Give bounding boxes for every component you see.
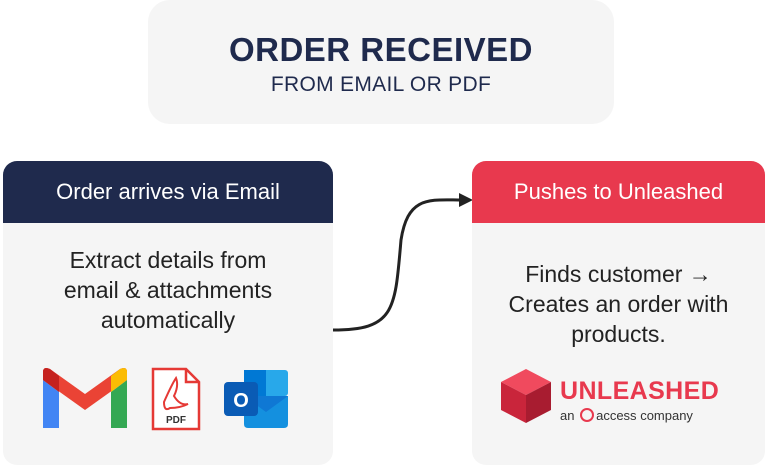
email-step-heading: Order arrives via Email xyxy=(3,161,333,223)
email-step-line-3: automatically xyxy=(100,307,236,333)
pdf-label: PDF xyxy=(166,415,186,426)
email-step-line-2: email & attachments xyxy=(63,277,273,303)
tagline-prefix: an xyxy=(560,408,575,423)
gmail-icon xyxy=(43,368,127,428)
pdf-file-icon: PDF xyxy=(151,367,201,431)
unleashed-step-line-3: products. xyxy=(571,321,666,347)
subtitle: FROM EMAIL OR PDF xyxy=(270,73,492,96)
title-box: ORDER RECEIVED FROM EMAIL OR PDF xyxy=(148,0,614,124)
unleashed-step-card: Pushes to Unleashed Finds customer → Cre… xyxy=(472,161,765,465)
unleashed-step-heading: Pushes to Unleashed xyxy=(472,161,765,223)
tagline-brand: access xyxy=(596,408,637,423)
email-step-description: Extract details from email & attachments… xyxy=(3,223,333,335)
outlook-letter: O xyxy=(233,390,249,412)
unleashed-step-line-2: Creates an order with xyxy=(508,291,729,317)
outlook-icon: O xyxy=(224,370,288,428)
title: ORDER RECEIVED xyxy=(228,31,534,68)
email-step-card: Order arrives via Email Extract details … xyxy=(3,161,333,465)
unleashed-step-line-1: Finds customer → xyxy=(525,261,712,287)
source-icons: PDF O xyxy=(3,366,333,436)
unleashed-step-description: Finds customer → Creates an order with p… xyxy=(472,223,765,349)
email-step-line-1: Extract details from xyxy=(69,247,267,273)
unleashed-cube-icon xyxy=(501,369,551,423)
access-ring-icon xyxy=(580,408,595,422)
access-tagline: an access company xyxy=(560,408,693,423)
tagline-suffix: company xyxy=(640,408,693,423)
unleashed-logo: UNLEASHED an access company xyxy=(499,361,749,431)
unleashed-wordmark: UNLEASHED xyxy=(560,377,720,405)
